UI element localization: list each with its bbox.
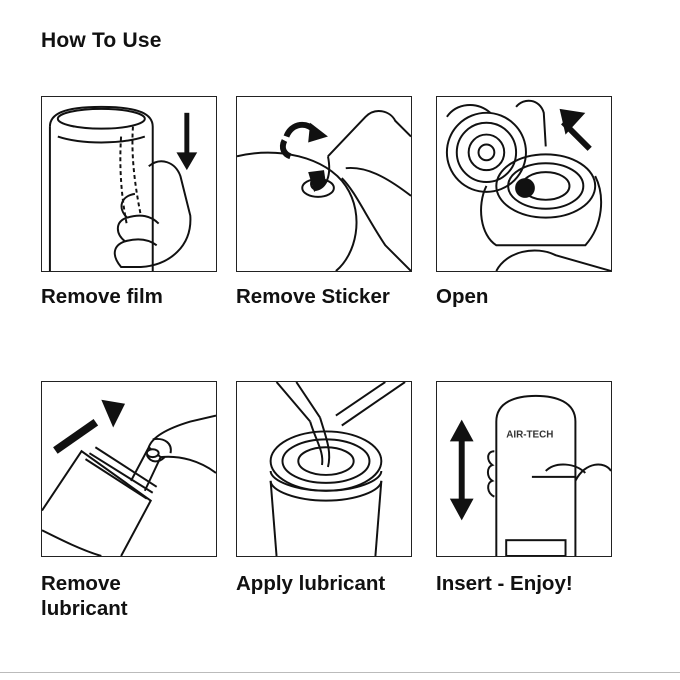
step-panel-remove-sticker	[236, 96, 412, 272]
page-title: How To Use	[41, 29, 162, 52]
up-right-arrow-icon	[53, 399, 126, 454]
apply-lubricant-illustration	[269, 382, 406, 556]
step-panel-remove-film	[41, 96, 217, 272]
step-panel-open	[436, 96, 612, 272]
caption-remove-lubricant-line1: Remove	[41, 572, 121, 595]
caption-remove-film: Remove film	[41, 285, 163, 308]
brand-text: AIR-TECH	[506, 429, 553, 440]
remove-film-illustration	[48, 105, 198, 271]
step-panel-remove-lubricant	[41, 381, 217, 557]
caption-remove-lubricant: Remove lubricant	[41, 571, 128, 621]
remove-lubricant-illustration	[42, 399, 216, 556]
rotate-arrow-icon	[279, 121, 328, 160]
caption-apply-lubricant: Apply lubricant	[236, 572, 386, 595]
open-cap-illustration	[445, 99, 611, 271]
caption-insert-enjoy: Insert - Enjoy!	[436, 572, 573, 595]
step-panel-apply-lubricant	[236, 381, 412, 557]
up-down-arrow-icon	[449, 419, 474, 521]
bottom-divider	[0, 672, 680, 673]
caption-open: Open	[436, 285, 489, 308]
caption-remove-sticker: Remove Sticker	[236, 285, 390, 308]
remove-sticker-illustration	[237, 110, 411, 271]
step-panel-insert: AIR-TECH	[436, 381, 612, 557]
up-left-arrow-icon	[559, 108, 592, 151]
down-arrow-icon	[176, 112, 198, 171]
caption-remove-lubricant-line2: lubricant	[41, 597, 128, 620]
insert-illustration: AIR-TECH	[449, 394, 611, 556]
